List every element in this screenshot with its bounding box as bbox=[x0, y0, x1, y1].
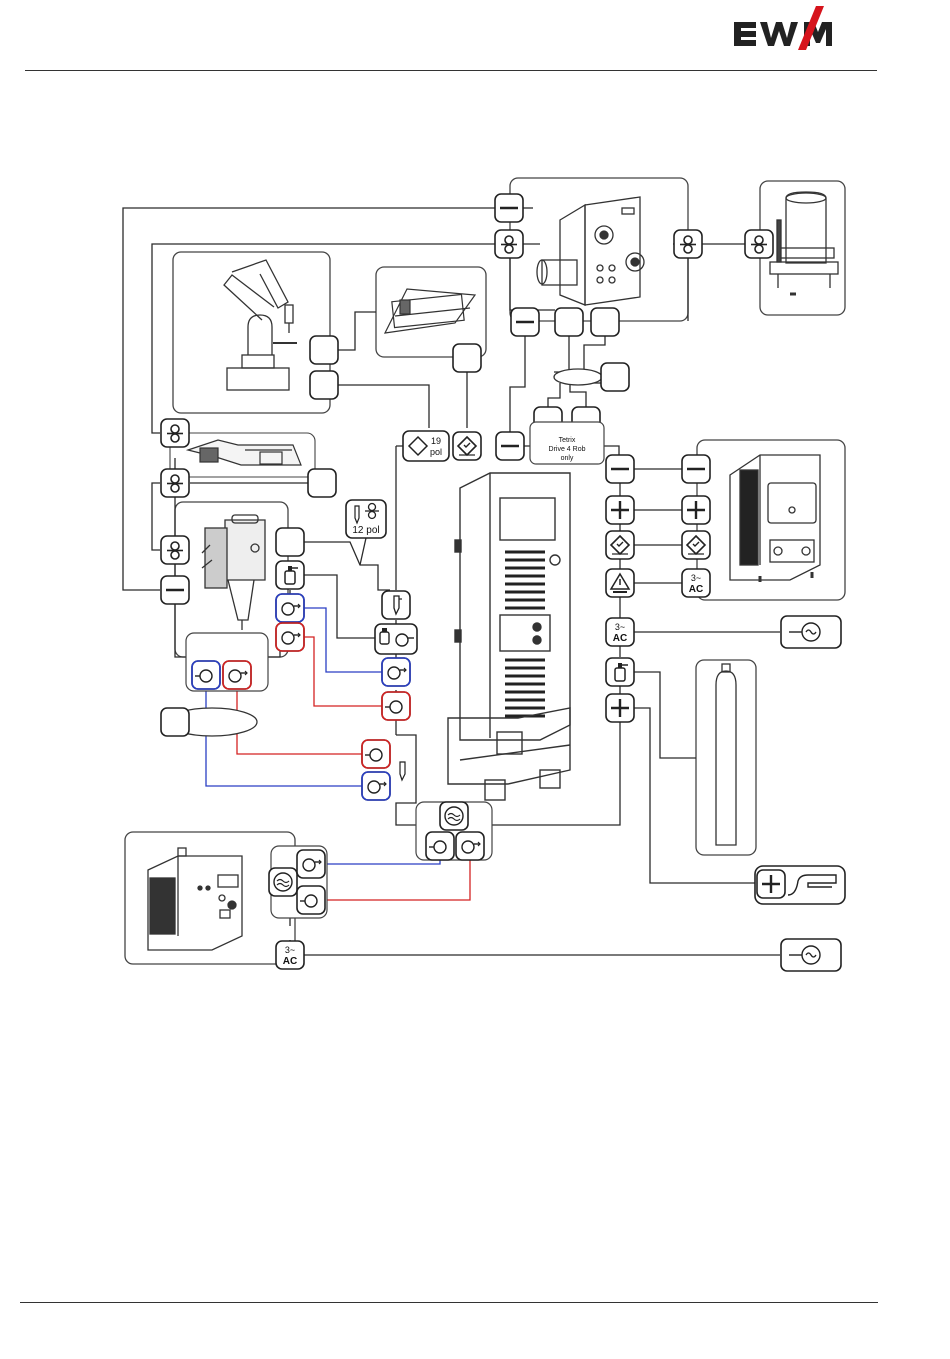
blank-connector-icon bbox=[310, 371, 338, 399]
blank-connector-icon bbox=[161, 708, 189, 736]
gas-bottle-icon bbox=[276, 561, 304, 589]
coolant-tank-icon bbox=[440, 802, 468, 830]
coolant-return-icon bbox=[426, 832, 454, 860]
coolant-flow-icon bbox=[297, 850, 325, 878]
ac-connector-cabinet: 3~ AC bbox=[606, 618, 634, 646]
wire-feed-icon bbox=[161, 419, 189, 447]
ac-label-top: 3~ bbox=[615, 622, 625, 632]
ac-label-top: 3~ bbox=[285, 945, 295, 955]
torch-cable-illustration bbox=[170, 433, 315, 477]
minus-connector-icon bbox=[496, 432, 524, 460]
mains-plug-icon bbox=[781, 939, 841, 971]
blank-connector-icon bbox=[555, 308, 583, 336]
gas-bottle-icon bbox=[606, 658, 634, 686]
workpiece-clamp-icon bbox=[755, 866, 845, 904]
coolant-return-icon bbox=[362, 740, 390, 768]
minus-connector-icon bbox=[495, 194, 523, 222]
power-source-box bbox=[697, 440, 845, 600]
main-cabinet bbox=[448, 473, 570, 800]
pol12-connector: 12 pol bbox=[346, 500, 386, 538]
ac-label-bottom: AC bbox=[689, 584, 703, 595]
robot-box bbox=[173, 252, 330, 413]
coolant-flow-icon bbox=[382, 658, 410, 686]
control-cable-icon bbox=[453, 432, 481, 460]
blank-connector-icon bbox=[601, 363, 629, 391]
blank-connector-icon bbox=[310, 336, 338, 364]
gas-bottle-icon bbox=[375, 624, 417, 654]
ac-label-top: 3~ bbox=[691, 573, 701, 583]
wire-feed-icon bbox=[161, 469, 189, 497]
torch-icon bbox=[382, 591, 410, 619]
pol19-number: 19 bbox=[431, 436, 441, 446]
coolant-return-icon bbox=[382, 692, 410, 720]
minus-connector-icon bbox=[682, 455, 710, 483]
gas-cylinder-box bbox=[696, 660, 756, 855]
wire-feed-icon bbox=[495, 230, 523, 258]
coolant-flow-icon bbox=[223, 661, 251, 689]
pol19-connector: 19 pol bbox=[403, 431, 449, 461]
wire-feeder-unit-box bbox=[510, 178, 688, 321]
minus-connector-icon bbox=[511, 308, 539, 336]
cooling-unit-box bbox=[125, 832, 295, 964]
ac-connector-cooling: 3~ AC bbox=[276, 941, 304, 969]
control-cable-icon bbox=[682, 531, 710, 559]
coolant-flow-icon bbox=[362, 772, 390, 800]
tetrix-box: Tetrix Drive 4 Rob only bbox=[530, 422, 604, 464]
wire-feed-icon bbox=[674, 230, 702, 258]
mains-plug-icon bbox=[781, 616, 841, 648]
control-cable-icon bbox=[606, 531, 634, 559]
warning-icon bbox=[606, 569, 634, 597]
minus-connector-icon bbox=[161, 576, 189, 604]
plus-connector-icon bbox=[606, 694, 634, 722]
coolant-return-icon bbox=[297, 886, 325, 914]
blank-connector-icon bbox=[308, 469, 336, 497]
pol12-label: 12 pol bbox=[352, 525, 379, 536]
ac-connector-power-source: 3~ AC bbox=[682, 569, 710, 597]
minus-connector-icon bbox=[606, 455, 634, 483]
wire-feed-icon bbox=[161, 536, 189, 564]
coolant-flow-icon bbox=[456, 832, 484, 860]
coolant-flow-icon bbox=[276, 594, 304, 622]
wire-feed-icon bbox=[745, 230, 773, 258]
blank-connector-icon bbox=[453, 344, 481, 372]
tetrix-label-line3: only bbox=[561, 455, 574, 462]
blank-connector-icon bbox=[276, 528, 304, 556]
torch-icon bbox=[400, 762, 405, 780]
plus-connector-icon bbox=[682, 496, 710, 524]
tetrix-label-line2: Drive 4 Rob bbox=[549, 446, 586, 453]
plus-connector-icon bbox=[606, 496, 634, 524]
coolant-tank-icon bbox=[269, 868, 297, 896]
coolant-return-icon bbox=[192, 661, 220, 689]
blank-connector-icon bbox=[591, 308, 619, 336]
pol19-unit: pol bbox=[430, 447, 442, 457]
coolant-return-icon bbox=[276, 623, 304, 651]
ac-label-bottom: AC bbox=[613, 633, 627, 644]
ac-label-bottom: AC bbox=[283, 956, 297, 967]
footer-rule bbox=[20, 1302, 878, 1303]
tetrix-label-line1: Tetrix bbox=[559, 437, 576, 444]
